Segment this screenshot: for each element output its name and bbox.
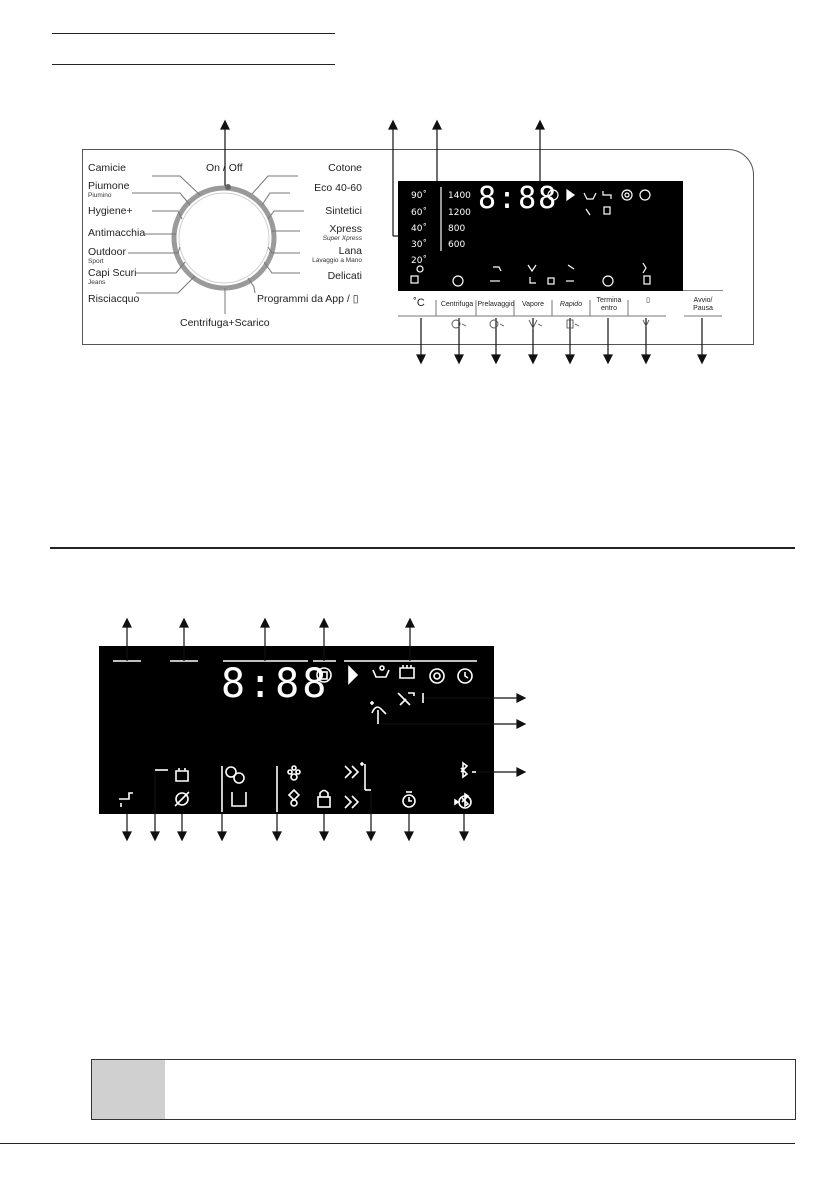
program-label: Xpress	[329, 223, 362, 235]
lock-icon	[316, 790, 332, 810]
program-hygiene[interactable]: Hygiene+	[88, 206, 133, 217]
temp-90: 90˚	[411, 191, 427, 201]
program-sublabel: Lavaggio a Mano	[312, 257, 362, 264]
speed-600: 600	[448, 240, 466, 250]
prewash-button[interactable]: Prelavaggio	[477, 301, 515, 308]
display-detail: 8:88	[99, 646, 494, 814]
rapid-button[interactable]: Rapido	[559, 301, 583, 308]
program-label: Risciacquo	[88, 293, 140, 305]
program-label: Antimacchia	[88, 227, 146, 239]
program-antimacchia[interactable]: Antimacchia	[88, 228, 145, 239]
prewash-icon	[226, 764, 248, 808]
program-label: Eco 40-60	[314, 182, 362, 194]
program-label: Hygiene+	[88, 205, 133, 217]
program-label: Lana	[338, 245, 362, 257]
program-programmi-da-app[interactable]: Programmi da App / ▯	[257, 294, 359, 305]
program-label: Outdoor	[88, 246, 126, 258]
start-pause-frame	[683, 290, 723, 319]
program-cotone[interactable]: Cotone	[328, 163, 362, 174]
program-eco-40-60[interactable]: Eco 40-60	[314, 183, 362, 194]
heading-underline-bottom	[52, 64, 335, 65]
start-pause-button[interactable]: Avvio/ Pausa	[693, 297, 713, 312]
program-label: Sintetici	[325, 205, 362, 217]
shirt-icon	[172, 764, 192, 784]
display-time-digits: 8:88	[221, 661, 330, 707]
program-label: Delicati	[327, 270, 362, 282]
panel-time-digits: 8:88	[478, 181, 559, 216]
timer-icon	[400, 790, 418, 808]
panel-display: 90˚ 60˚ 40˚ 30˚ 20˚ 1400 1200 800 600 8:…	[398, 181, 683, 291]
program-delicati[interactable]: Delicati	[328, 271, 362, 282]
bluetooth-icon	[455, 762, 473, 810]
temperature-button[interactable]: ˚C	[413, 297, 425, 309]
program-label: Cotone	[328, 162, 362, 174]
program-label: Capi Scuri	[88, 267, 137, 279]
temp-60: 60˚	[411, 208, 427, 218]
footer-rule	[0, 1143, 795, 1144]
rapid-icon	[343, 762, 367, 808]
program-risciacquo[interactable]: Risciacquo	[88, 294, 139, 305]
program-sublabel: Sport	[88, 258, 104, 265]
speed-800: 800	[448, 224, 466, 234]
panel-display-icons	[410, 187, 651, 287]
program-sintetici[interactable]: Sintetici	[325, 206, 362, 217]
steam-button[interactable]: Vapore	[521, 301, 545, 308]
remote-button[interactable]: ▯	[632, 297, 664, 305]
temp-40: 40˚	[411, 224, 427, 234]
program-centrifuga-scarico[interactable]: Centrifuga+Scarico	[180, 317, 270, 329]
tap-icon	[115, 788, 137, 810]
phone-icon: / ▯	[346, 293, 359, 305]
program-label: Programmi da App	[257, 293, 344, 305]
program-sublabel: Jeans	[88, 279, 106, 286]
control-panel	[82, 149, 754, 345]
note-icon-cell	[92, 1060, 165, 1119]
temp-30: 30˚	[411, 240, 427, 250]
program-label: Camicie	[88, 162, 126, 174]
remote-icon: ▯	[646, 297, 650, 304]
no-spin-icon	[172, 790, 192, 810]
speed-1400: 1400	[448, 191, 471, 201]
program-camicie[interactable]: Camicie	[88, 163, 126, 174]
pet-hair-icon	[284, 762, 304, 808]
heading-underline-top	[52, 33, 335, 34]
spin-button[interactable]: Centrifuga	[440, 301, 474, 308]
knob-on-off-label: On / Off	[206, 162, 243, 174]
program-label: Piumone	[88, 180, 130, 192]
delay-end-button[interactable]: Termina entro	[596, 297, 622, 312]
program-sublabel: Super Xpress	[322, 235, 362, 242]
speed-1200: 1200	[448, 208, 471, 218]
program-sublabel: Piumino	[88, 192, 112, 199]
temp-20: 20˚	[411, 256, 427, 266]
section-divider	[50, 547, 795, 549]
note-box	[91, 1059, 796, 1120]
